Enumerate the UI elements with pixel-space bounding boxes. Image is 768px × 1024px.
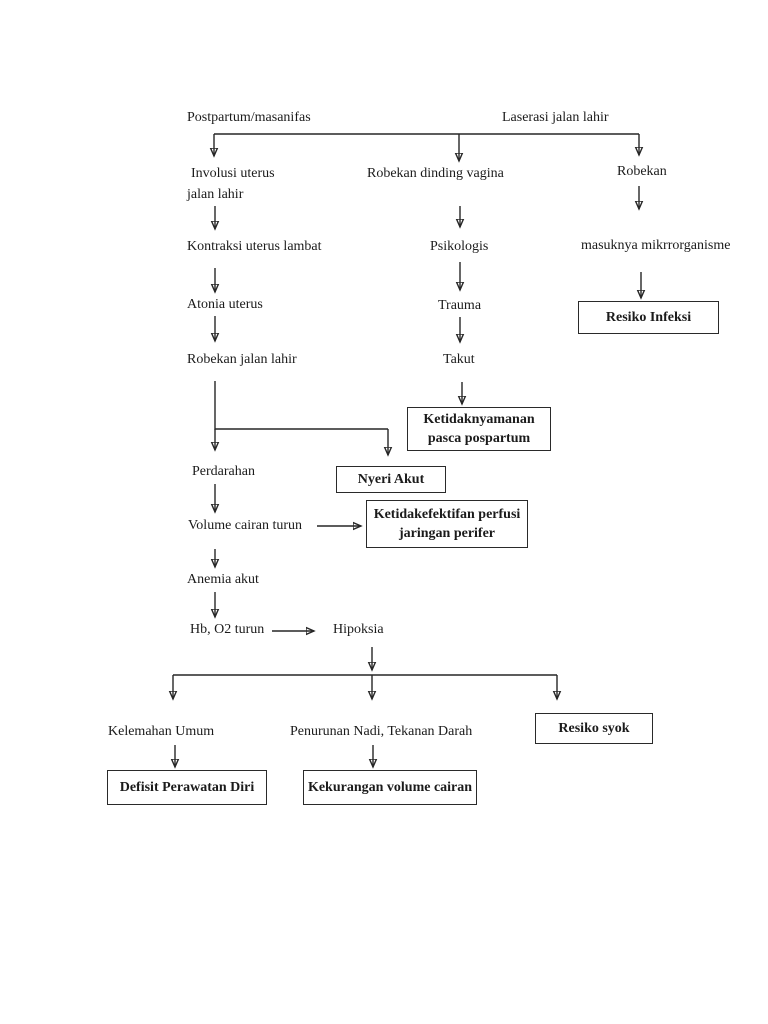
node-penurunan: Penurunan Nadi, Tekanan Darah	[290, 724, 473, 739]
box-resiko-infeksi-label: Resiko Infeksi	[605, 310, 692, 325]
node-anemia: Anemia akut	[187, 572, 259, 587]
node-involusi-line1: Involusi uterus	[191, 166, 275, 181]
node-kontraksi: Kontraksi uterus lambat	[187, 239, 322, 254]
node-takut: Takut	[443, 352, 475, 367]
box-kekurangan: Kekurangan volume cairan	[303, 770, 477, 805]
box-nyeri-akut-label: Nyeri Akut	[357, 472, 425, 487]
node-kelemahan: Kelemahan Umum	[108, 724, 215, 739]
node-psikologis: Psikologis	[430, 239, 489, 254]
box-ketidakefektifan-line2: jaringan perifer	[398, 526, 496, 541]
node-volume-cairan: Volume cairan turun	[188, 518, 303, 533]
box-ketidakefektifan: Ketidakefektifan perfusi jaringan perife…	[366, 500, 528, 548]
node-laserasi: Laserasi jalan lahir	[502, 110, 609, 125]
box-ketidaknyamanan-line2: pasca pospartum	[427, 431, 531, 446]
box-resiko-infeksi: Resiko Infeksi	[578, 301, 719, 334]
node-robekan: Robekan	[617, 164, 667, 179]
box-defisit: Defisit Perawatan Diri	[107, 770, 267, 805]
node-hb-o2: Hb, O2 turun	[190, 622, 265, 637]
node-trauma: Trauma	[438, 298, 482, 313]
box-resiko-syok-label: Resiko syok	[558, 721, 630, 736]
box-defisit-label: Defisit Perawatan Diri	[119, 780, 255, 795]
node-postpartum: Postpartum/masanifas	[187, 110, 311, 125]
node-robekan-dinding: Robekan dinding vagina	[367, 166, 504, 181]
box-ketidaknyamanan-line1: Ketidaknyamanan	[423, 412, 535, 427]
box-ketidakefektifan-line1: Ketidakefektifan perfusi	[373, 507, 521, 522]
node-perdarahan: Perdarahan	[192, 464, 255, 479]
box-ketidaknyamanan: Ketidaknyamanan pasca pospartum	[407, 407, 551, 451]
box-kekurangan-label: Kekurangan volume cairan	[307, 780, 473, 795]
box-nyeri-akut: Nyeri Akut	[336, 466, 446, 493]
node-hipoksia: Hipoksia	[333, 622, 384, 637]
node-masuknya: masuknya mikrrorganisme	[581, 238, 731, 253]
node-involusi-line2: jalan lahir	[187, 187, 244, 202]
box-resiko-syok: Resiko syok	[535, 713, 653, 744]
node-atonia: Atonia uterus	[187, 297, 263, 312]
connector-robekan-jalan-elbow	[214, 381, 388, 430]
node-robekan-jalan: Robekan jalan lahir	[187, 352, 297, 367]
